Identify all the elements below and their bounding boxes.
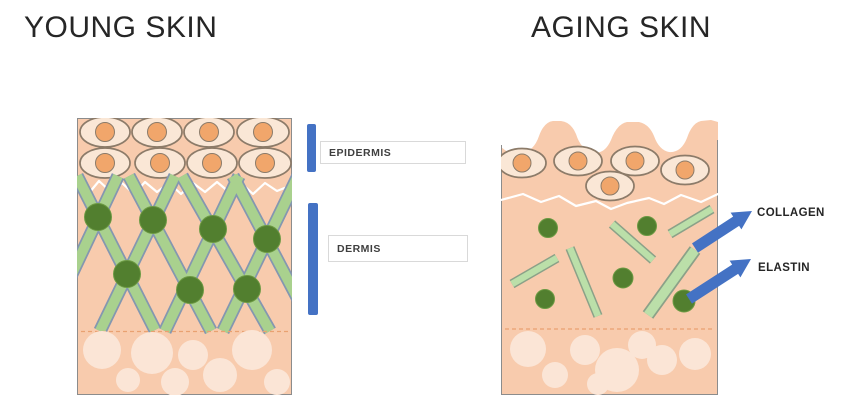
collagen-fiber (124, 173, 216, 334)
cell-nucleus (147, 122, 167, 142)
elastin-arrow-shaft (686, 263, 740, 304)
collagen-fiber (95, 173, 180, 334)
collagen-fiber (77, 173, 123, 275)
collagen-fiber (177, 173, 275, 334)
collagen-fragment (566, 246, 602, 318)
skin-cell (610, 145, 660, 177)
aging-skin-panel (501, 120, 718, 395)
dermis-label: DERMIS (337, 242, 381, 255)
fragmented-collagen-fibers (509, 204, 715, 319)
cell-nucleus (95, 153, 115, 173)
collagen-fiber (218, 176, 292, 334)
fat-cell (628, 331, 656, 359)
cell-nucleus (150, 153, 170, 173)
dermis-label-box: DERMIS (328, 235, 468, 262)
elastin-node (233, 275, 261, 303)
elastin-label: ELASTIN (758, 262, 810, 274)
fat-cell (570, 335, 600, 365)
dermis-bracket-bar (308, 203, 318, 315)
collagen-fiber (160, 173, 244, 334)
epidermis-dermis-boundary-line (501, 192, 720, 211)
epidermis-cells (79, 118, 292, 179)
skin-cell (134, 147, 186, 179)
cell-nucleus (600, 176, 620, 196)
aging-skin-title: AGING SKIN (531, 11, 712, 44)
fat-cell (203, 358, 237, 392)
cell-nucleus (202, 153, 222, 173)
elastin-arrow-head (729, 259, 751, 278)
elastin-node (253, 225, 281, 253)
epidermis-label: EPIDERMIS (329, 146, 392, 159)
cell-nucleus (625, 151, 645, 171)
fat-cell (131, 332, 173, 374)
fat-cell (83, 331, 121, 369)
collagen-fiber (228, 173, 292, 299)
fat-cell (178, 340, 208, 370)
elastin-node (199, 215, 227, 243)
cell-nucleus (253, 122, 273, 142)
collagen-fiber (77, 173, 160, 333)
collagen-fragment (510, 255, 559, 287)
skin-cell (236, 118, 290, 148)
elastin-node (637, 216, 657, 236)
collagen-fragment (644, 247, 699, 318)
skin-cell (553, 145, 603, 177)
skin-cell (79, 118, 131, 148)
skin-cell (131, 118, 183, 148)
collagen-arrow (691, 211, 752, 253)
aging-panel-border (501, 140, 718, 395)
skin-cell (183, 118, 235, 148)
fat-cell (116, 368, 140, 392)
collagen-fragment (609, 221, 656, 263)
elastin-nodes (84, 203, 281, 304)
cell-nucleus (255, 153, 275, 173)
fat-cell (679, 338, 711, 370)
fat-cell (161, 368, 189, 395)
elastin-node (612, 267, 634, 289)
elastin-node (535, 289, 555, 309)
elastin-node (84, 203, 112, 231)
skin-cell (501, 147, 547, 179)
skin-cell (79, 147, 131, 179)
epidermis-cells (501, 145, 710, 202)
skin-cell (238, 147, 292, 179)
fat-cell (647, 345, 677, 375)
cell-nucleus (675, 160, 695, 180)
fat-cell (587, 373, 609, 395)
skin-cell (186, 147, 238, 179)
fat-cell (542, 362, 568, 388)
fat-cells (510, 331, 711, 395)
elastin-node (113, 260, 141, 288)
skin-cell (585, 170, 635, 202)
collagen-label: COLLAGEN (757, 207, 825, 219)
collagen-fiber-lattice (77, 172, 292, 335)
fat-cell (264, 369, 290, 395)
elastin-nodes (535, 216, 696, 313)
skin-cell (660, 154, 710, 186)
aging-skin-illustration (501, 120, 752, 395)
epidermis-label-box: EPIDERMIS (320, 141, 466, 164)
fat-cells (83, 330, 290, 395)
cell-nucleus (512, 153, 532, 173)
collagen-fragment (668, 206, 714, 237)
cell-nucleus (568, 151, 588, 171)
cell-nucleus (199, 122, 219, 142)
elastin-node (176, 276, 204, 304)
collagen-arrow-head (730, 211, 752, 230)
young-skin-illustration (77, 118, 292, 395)
elastin-node (139, 206, 167, 234)
fat-cell (510, 331, 546, 367)
collagen-arrow-shaft (691, 215, 742, 253)
young-skin-title: YOUNG SKIN (24, 11, 218, 44)
fat-cell (232, 330, 272, 370)
elastin-arrow (686, 259, 751, 304)
epidermis-bracket-bar (307, 124, 316, 172)
cell-nucleus (95, 122, 115, 142)
elastin-node (538, 218, 558, 238)
